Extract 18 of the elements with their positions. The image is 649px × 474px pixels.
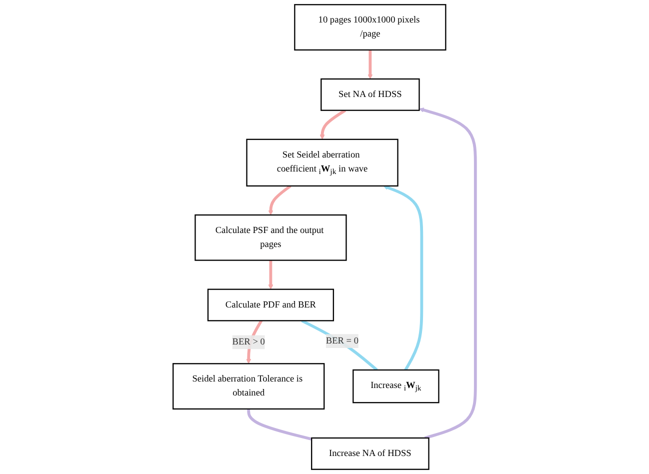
node-box: Seidel aberration Tolerance is obtained [172, 363, 325, 410]
edge-label: BER = 0 [326, 336, 359, 346]
node-box: 10 pages 1000x1000 pixels /page [294, 4, 446, 51]
node-box: Calculate PDF and BER [208, 288, 334, 322]
arrow [268, 260, 274, 290]
arrow [320, 109, 346, 140]
arrow [368, 50, 373, 80]
arrow [384, 185, 424, 371]
connector [247, 408, 312, 441]
connector [301, 319, 378, 372]
arrow [268, 184, 292, 216]
node-box: Increase NA of HDSS [311, 437, 430, 470]
node-box: Increase $_{i}$W$_{jk}$ [352, 369, 440, 404]
arrow [419, 108, 478, 440]
node-box: Calculate PSF and the output pages [194, 214, 348, 261]
node-box: Set NA of HDSS [320, 78, 420, 111]
edge-label: BER > 0 [232, 336, 266, 347]
node-box: Set Seidel aberration coefficient $_{i}$W$_{jk}$ in wave [246, 138, 399, 187]
